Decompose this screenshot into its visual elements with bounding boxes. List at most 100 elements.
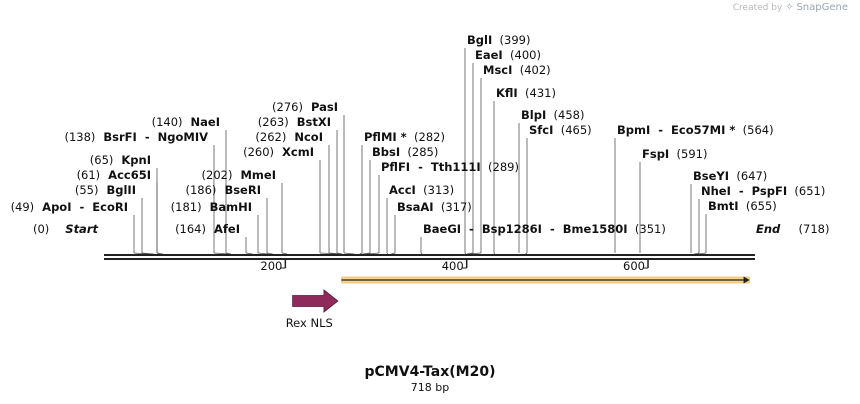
site-label-mmei[interactable]: (202) MmeI — [202, 168, 276, 182]
site-name: Bsp1286I — [474, 222, 542, 236]
site-label-bsaai[interactable]: BsaAI (317) — [397, 200, 472, 214]
site-name: NcoI — [286, 130, 323, 144]
orf-feature-arrow[interactable] — [341, 276, 750, 284]
site-position: (55) — [75, 183, 99, 197]
cut-line-foot-bmti — [697, 252, 707, 255]
site-name: BbsI — [372, 145, 400, 159]
site-name: XcmI — [274, 145, 314, 159]
cut-line-foot-bbsi — [362, 252, 371, 255]
site-position: (399) — [492, 33, 530, 47]
site-name: AccI — [389, 183, 416, 197]
site-label-acci[interactable]: AccI (313) — [389, 183, 454, 197]
rex-nls-arrow-icon — [292, 289, 339, 313]
site-label-kfli[interactable]: KflI (431) — [496, 86, 556, 100]
site-position: (564) — [735, 123, 773, 137]
site-label-bgli[interactable]: BglI (399) — [467, 33, 530, 47]
site-position: (260) — [243, 145, 274, 159]
cut-line-foot-bsrfi — [213, 252, 230, 255]
cut-line-foot-msci — [468, 252, 482, 255]
site-position: (313) — [416, 183, 454, 197]
site-label-bseri[interactable]: (186) BseRI — [186, 183, 262, 197]
sequence-features: Rex NLS — [286, 276, 750, 330]
cut-line-foot-baegi — [420, 252, 423, 255]
site-name: BsaAI — [397, 200, 434, 214]
cut-line-foot-bgli — [464, 252, 467, 255]
site-name: Tth111I — [423, 160, 481, 174]
site-position: (458) — [546, 108, 584, 122]
site-label-naei[interactable]: (140) NaeI — [152, 115, 220, 129]
site-label-bbsi[interactable]: BbsI (285) — [372, 145, 438, 159]
site-label-bglii[interactable]: (55) BglII — [75, 183, 136, 197]
sequence-backbone — [104, 254, 755, 260]
map-title-block: pCMV4-Tax(M20) 718 bp — [0, 364, 860, 394]
cut-line-foot-mmei — [281, 252, 288, 255]
cut-line-foot-bamhi — [257, 252, 269, 255]
cut-site-labels: (49) ApoI - EcoRI(55) BglII(61) Acc65I(6… — [11, 33, 826, 236]
site-position: (402) — [512, 63, 550, 77]
cut-line-foot-acci — [386, 252, 389, 255]
site-separator: - — [72, 200, 85, 214]
site-label-nhei[interactable]: NheI - PspFI (651) — [701, 184, 825, 198]
site-label-blpi[interactable]: BlpI (458) — [521, 108, 584, 122]
site-label-baegi[interactable]: BaeGI - Bsp1286I - Bme1580I (351) — [423, 222, 666, 236]
site-name: MscI — [483, 63, 512, 77]
site-name: KflI — [496, 86, 518, 100]
site-name: PspFI — [744, 184, 787, 198]
site-label-bseyi[interactable]: BseYI (647) — [693, 169, 767, 183]
site-label-msci[interactable]: MscI (402) — [483, 63, 551, 77]
site-label-bmti[interactable]: BmtI (655) — [708, 199, 777, 213]
site-label-sfci[interactable]: SfcI (465) — [529, 123, 592, 137]
rex-nls-feature[interactable]: Rex NLS — [286, 289, 339, 330]
site-label-xcmi[interactable]: (260) XcmI — [243, 145, 314, 159]
site-position: (282) — [407, 130, 445, 144]
site-label-pflmi[interactable]: PflMI * (282) — [364, 130, 445, 144]
snapgene-credit: Created by ✧ SnapGene — [733, 2, 848, 13]
site-position: (140) — [152, 115, 183, 129]
credit-prefix: Created by — [732, 3, 783, 13]
cut-line-foot-bseri — [266, 252, 273, 255]
site-label-bstxi[interactable]: (263) BstXI — [258, 115, 331, 129]
end-label: End (718) — [756, 222, 829, 236]
site-name: NaeI — [183, 115, 220, 129]
site-position: (431) — [518, 86, 556, 100]
site-label-fspi[interactable]: FspI (591) — [642, 147, 707, 161]
site-label-kpni[interactable]: (65) KpnI — [90, 153, 151, 167]
orf-arrowhead-icon — [743, 276, 750, 284]
site-label-afei[interactable]: (164) AfeI — [175, 222, 240, 236]
site-name: EaeI — [475, 48, 503, 62]
site-label-apoi[interactable]: (49) ApoI - EcoRI — [11, 200, 128, 214]
site-name: FspI — [642, 147, 669, 161]
start-name: Start — [49, 222, 98, 236]
cut-line-foot-kfli — [493, 252, 496, 255]
site-name: EcoRI — [84, 200, 128, 214]
cut-line-foot-nhei — [694, 252, 700, 255]
site-position: (317) — [434, 200, 472, 214]
cut-line-foot-naei — [225, 252, 232, 255]
site-label-acc65i[interactable]: (61) Acc65I — [77, 168, 151, 182]
site-label-pflfi[interactable]: PflFI - Tth111I (289) — [381, 160, 519, 174]
end-position: (718) — [780, 222, 829, 236]
site-name: BstXI — [289, 115, 331, 129]
cut-site-lines — [133, 48, 707, 255]
site-name: NheI — [701, 184, 731, 198]
site-name: PasI — [303, 100, 338, 114]
site-position: (651) — [787, 184, 825, 198]
site-name: PflFI — [381, 160, 410, 174]
site-label-ncoi[interactable]: (262) NcoI — [255, 130, 323, 144]
site-label-bsrfi[interactable]: (138) BsrFI - NgoMIV — [64, 130, 208, 144]
site-position: (351) — [628, 222, 666, 236]
site-position: (61) — [77, 168, 101, 182]
site-name: BsrFI — [95, 130, 136, 144]
cut-line-foot-bglii — [141, 252, 154, 255]
site-label-pasi[interactable]: (276) PasI — [272, 100, 338, 114]
tick-label: 600 — [623, 259, 645, 273]
site-name: MmeI — [232, 168, 276, 182]
site-name: BglI — [467, 33, 492, 47]
map-title: pCMV4-Tax(M20) — [364, 364, 496, 380]
site-label-bpmi[interactable]: BpmI - Eco57MI * (564) — [617, 123, 774, 137]
site-label-eaei[interactable]: EaeI (400) — [475, 48, 541, 62]
cut-line-foot-apoi — [133, 252, 149, 255]
site-label-bamhi[interactable]: (181) BamHI — [171, 200, 252, 214]
site-separator: - — [731, 184, 744, 198]
